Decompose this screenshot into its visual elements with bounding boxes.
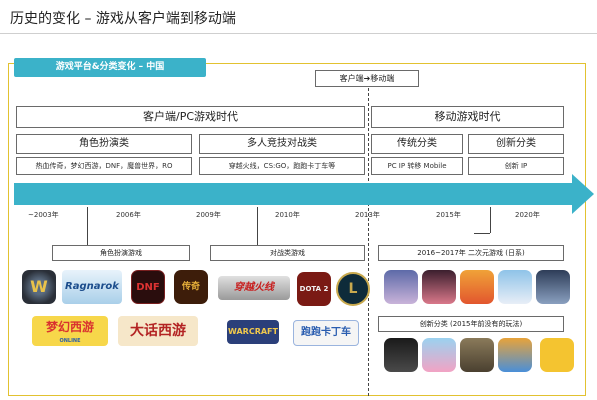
games-rpg: 热血传奇，梦幻西游，DNF，魔兽世界，RO (16, 157, 192, 175)
era-divider (368, 88, 369, 396)
innovative-game-icon-4 (498, 338, 532, 372)
section-anime: 2016~2017年 二次元游戏 (日系) (378, 245, 564, 261)
ragnarok-logo: Ragnarok (62, 270, 122, 304)
menghuan-title: 梦幻西游 (45, 320, 94, 334)
timeline-arrow-head (572, 174, 594, 214)
lol-icon: L (336, 272, 370, 306)
section-moba: 对战类游戏 (210, 245, 365, 261)
category-moba: 多人竞技对战类 (199, 134, 365, 154)
anime-game-icon-2 (422, 270, 456, 304)
title-divider (0, 33, 597, 34)
games-traditional: PC IP 转移 Mobile (371, 157, 463, 175)
innovative-game-icon-2 (422, 338, 456, 372)
warcraft-logo: WARCRAFT (227, 320, 279, 344)
connector-mobile (490, 207, 491, 233)
timeline-arrow (14, 183, 574, 205)
category-traditional: 传统分类 (371, 134, 463, 154)
dota2-icon: DOTA 2 (297, 272, 331, 306)
page-title: 历史的变化 – 游戏从客户端到移动端 (10, 11, 236, 27)
year-label: ~2003年 (28, 211, 59, 219)
section-innovative: 创新分类 (2015年前没有的玩法) (378, 316, 564, 332)
connector-mobile-stub (474, 233, 490, 234)
menghuan-logo: 梦幻西游 ONLINE (32, 316, 108, 346)
games-innovative: 创新 IP (468, 157, 564, 175)
anime-game-icon-5 (536, 270, 570, 304)
era-pc: 客户端/PC游戏时代 (16, 106, 365, 128)
cf-logo: 穿越火线 (218, 276, 290, 300)
category-rpg: 角色扮演类 (16, 134, 192, 154)
year-label: 2006年 (116, 211, 141, 219)
transition-label: 客户端➔移动端 (315, 70, 419, 87)
anime-game-icon-3 (460, 270, 494, 304)
innovative-game-icon-3 (460, 338, 494, 372)
content-frame (8, 63, 586, 396)
dahua-logo: 大话西游 (118, 316, 198, 346)
innovative-game-icon-1 (384, 338, 418, 372)
menghuan-subtitle: ONLINE (59, 338, 81, 344)
innovative-game-icon-5 (540, 338, 574, 372)
year-label: 2020年 (515, 211, 540, 219)
year-label: 2010年 (275, 211, 300, 219)
category-innovative: 创新分类 (468, 134, 564, 154)
kart-logo: 跑跑卡丁车 (293, 320, 359, 346)
wow-icon: W (22, 270, 56, 304)
era-mobile: 移动游戏时代 (371, 106, 564, 128)
anime-game-icon-1 (384, 270, 418, 304)
dnf-icon: DNF (131, 270, 165, 304)
legend-icon: 传奇 (174, 270, 208, 304)
year-label: 2015年 (436, 211, 461, 219)
anime-game-icon-4 (498, 270, 532, 304)
year-label: 2009年 (196, 211, 221, 219)
year-label: 2013年 (355, 211, 380, 219)
section-tag: 游戏平台&分类变化 – 中国 (14, 58, 206, 77)
games-moba: 穿越火线，CS:GO，跑跑卡丁车等 (199, 157, 365, 175)
section-rpg: 角色扮演游戏 (52, 245, 190, 261)
